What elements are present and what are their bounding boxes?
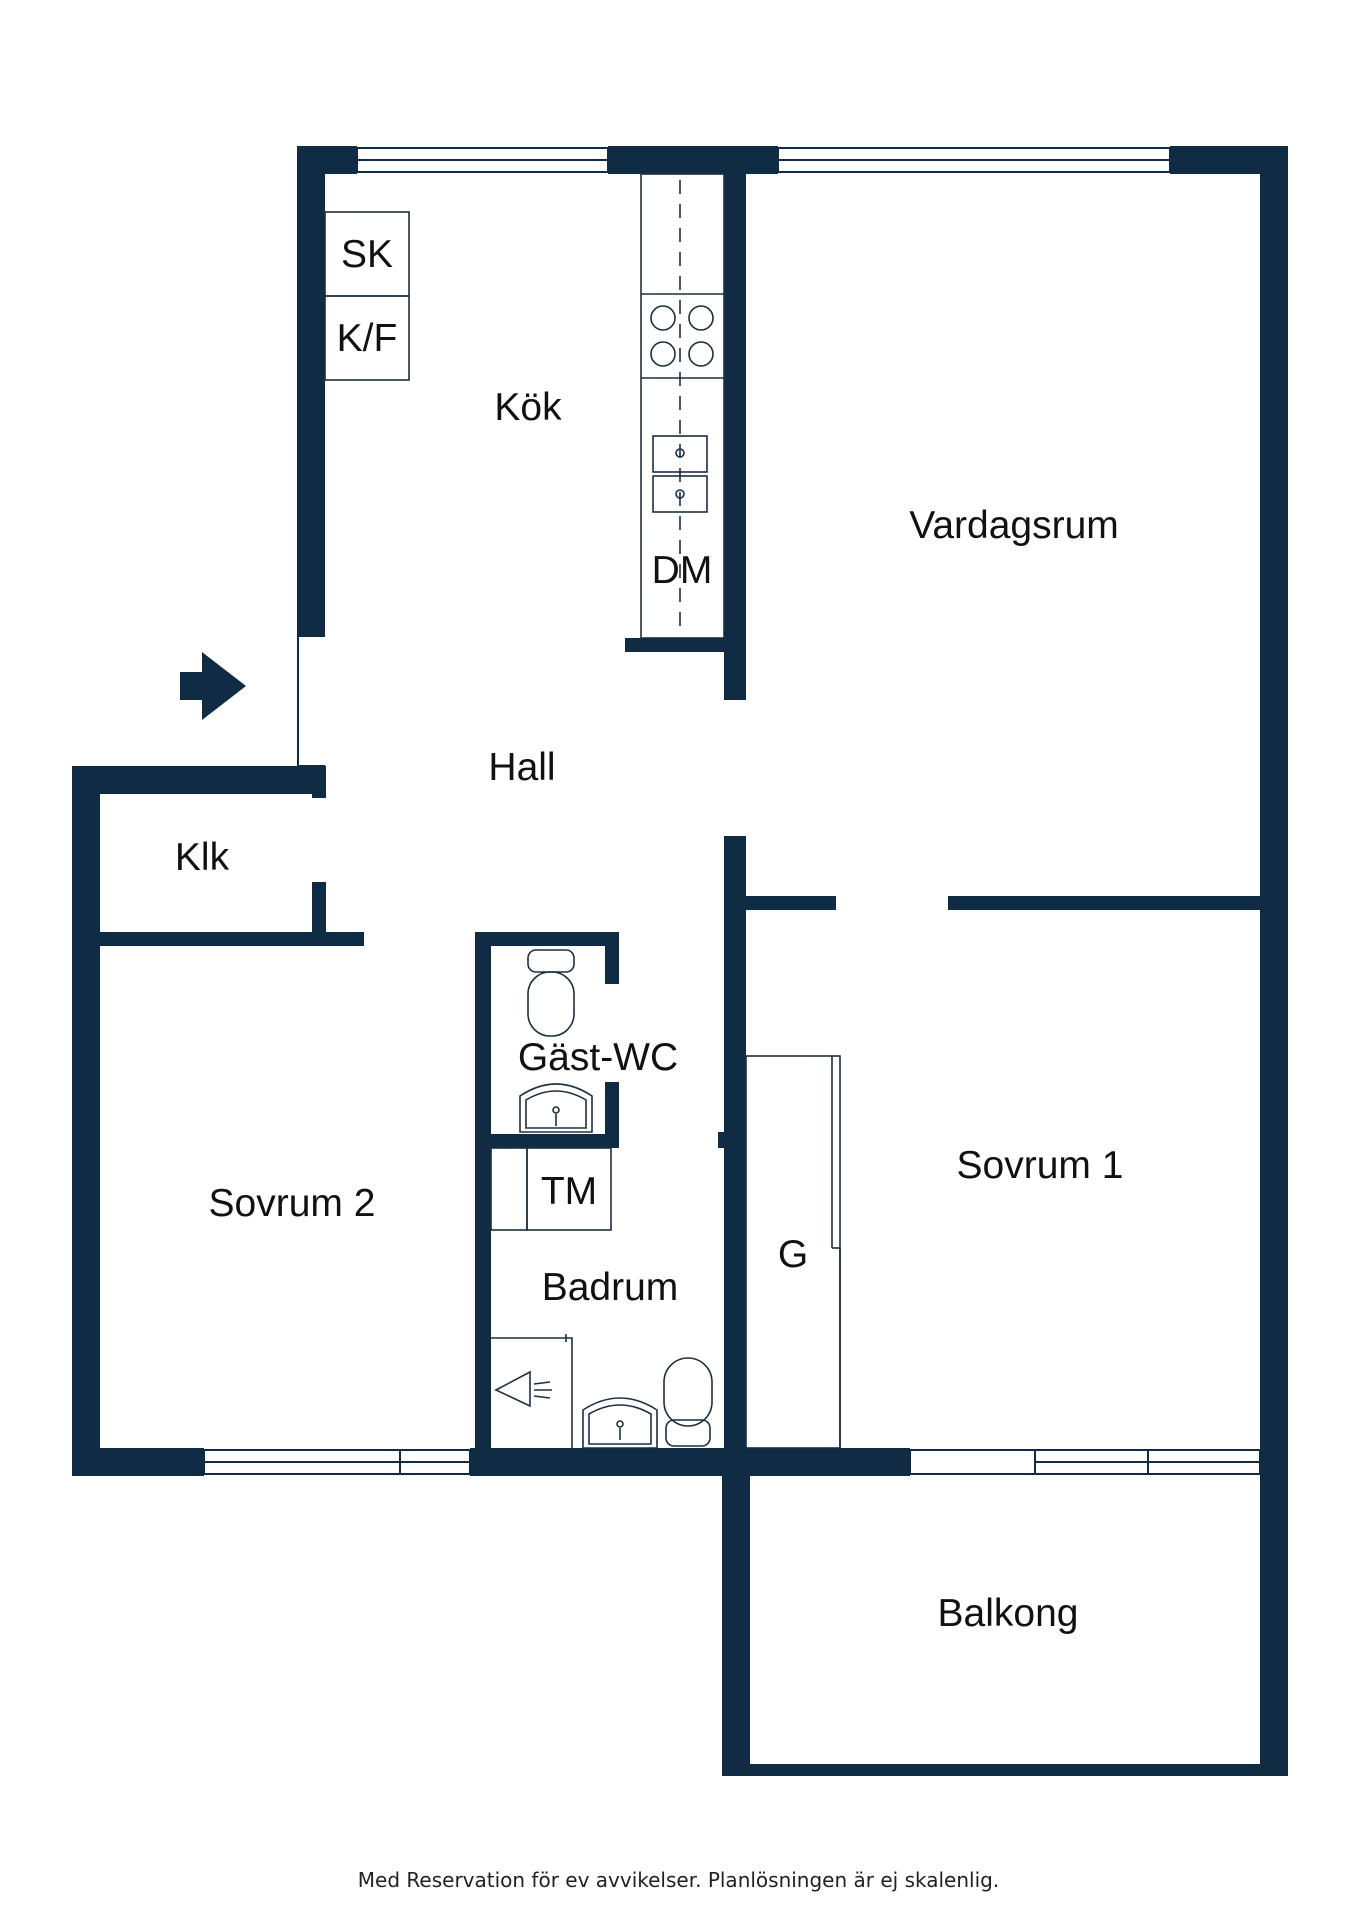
label-badrum: Badrum: [542, 1266, 679, 1309]
sink-icon: [519, 1083, 593, 1133]
wc-fixtures: [519, 949, 593, 1133]
label-g: G: [778, 1233, 808, 1276]
entrance-arrow-icon: [180, 652, 246, 720]
shower-icon: [491, 1334, 573, 1448]
sink-icon: [582, 1397, 658, 1449]
label-klk: Klk: [175, 836, 230, 879]
label-dm: DM: [652, 549, 713, 592]
wall-wc-badrum: [475, 1134, 619, 1148]
wall-wc-top: [475, 932, 619, 946]
kitchen-fixtures: [324, 173, 725, 639]
label-balkong: Balkong: [938, 1592, 1079, 1635]
wardrobe-g: [745, 1055, 841, 1449]
wall-klk-top: [72, 766, 312, 794]
wall-hall-small: [718, 1132, 728, 1148]
label-gast-wc: Gäst-WC: [518, 1036, 678, 1079]
stove-icon: [650, 305, 714, 367]
windows: [203, 147, 1261, 1767]
washing-machine-tm: [490, 1147, 528, 1231]
cabinet-kf: [324, 295, 410, 381]
bathroom-fixtures: [490, 1147, 713, 1449]
wall-sovrum1-top-left: [746, 896, 836, 910]
wall-top-middle: [608, 146, 778, 174]
wall-kitchen-stub: [625, 638, 746, 652]
room-labels: SK K/F Kök DM Vardagsrum Hall Klk Gäst-W…: [175, 233, 1124, 1635]
wall-bottom-left: [72, 1448, 204, 1476]
label-vardagsrum: Vardagsrum: [909, 504, 1119, 547]
sink-icon: [652, 435, 708, 513]
wall-sovrum1-top-right: [948, 896, 1260, 910]
wall-wc-right-lower: [605, 1082, 619, 1146]
wall-bath-left: [475, 932, 491, 1448]
label-kok: Kök: [494, 386, 562, 429]
wall-right: [1260, 146, 1288, 1776]
label-hall: Hall: [488, 746, 555, 789]
entrance-door: [297, 635, 325, 767]
label-sovrum-2: Sovrum 2: [209, 1182, 376, 1225]
wall-kitchen-living: [724, 174, 746, 700]
wall-klk-side: [312, 882, 326, 932]
wall-wc-right-upper: [605, 932, 619, 984]
tm-cabinet: [526, 1147, 612, 1231]
toilet-icon: [527, 949, 575, 1037]
kitchen-counter: [640, 173, 725, 639]
disclaimer-text: Med Reservation för ev avvikelser. Planl…: [357, 1868, 1000, 1892]
wall-left-upper: [297, 146, 325, 636]
wall-hall-stub: [312, 766, 326, 798]
balcony-door: [909, 1449, 1036, 1475]
wall-left-outer: [72, 766, 100, 1476]
wall-balkong-left: [722, 1448, 750, 1776]
walls: [72, 146, 1288, 1776]
label-sk: SK: [341, 233, 393, 276]
label-sovrum-1: Sovrum 1: [957, 1144, 1124, 1187]
toilet-icon: [663, 1357, 713, 1447]
wall-hall-sovrum1: [724, 836, 746, 1448]
label-tm: TM: [541, 1170, 597, 1213]
wall-bottom-mid: [470, 1448, 910, 1476]
wall-klk-sovrum2: [100, 932, 364, 946]
label-kf: K/F: [337, 317, 398, 360]
